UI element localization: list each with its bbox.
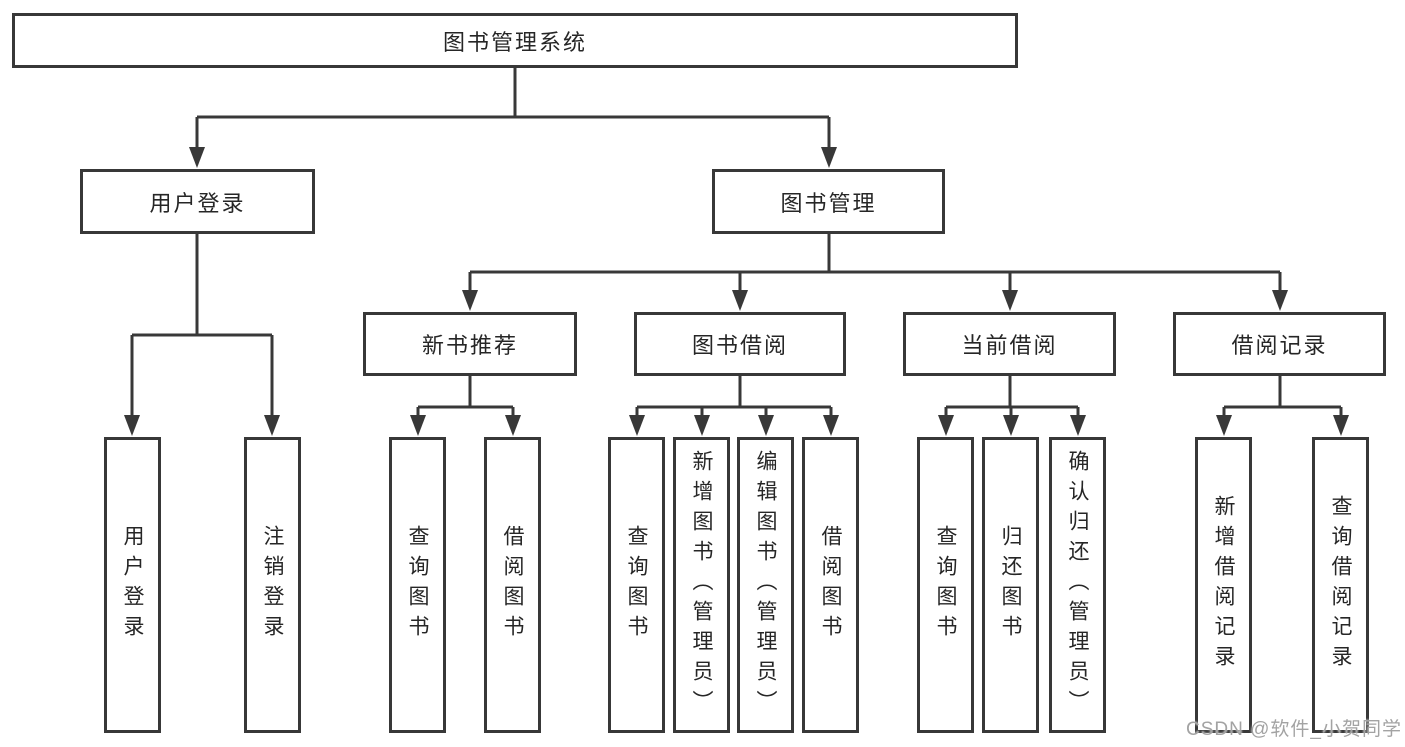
leaf-query-books-current: 查询图书 — [917, 437, 974, 733]
arrowhead-icon — [505, 415, 521, 436]
arrowhead-icon — [938, 415, 954, 436]
node-library-system-label: 图书管理系统 — [442, 29, 587, 55]
leaf-user-login: 用户登录 — [104, 437, 161, 733]
arrowhead-icon — [1070, 415, 1086, 436]
connector-newbook-to-leaves — [410, 376, 521, 436]
arrowhead-icon — [732, 290, 748, 311]
node-user-login: 用户登录 — [80, 169, 315, 234]
node-book-borrowing: 图书借阅 — [634, 312, 846, 376]
arrowhead-icon — [1216, 415, 1232, 436]
arrowhead-icon — [1003, 415, 1019, 436]
node-book-borrowing-label: 图书借阅 — [691, 333, 788, 358]
leaf-query-books-borrowing: 查询图书 — [608, 437, 665, 733]
node-new-book-recommend: 新书推荐 — [363, 312, 577, 376]
arrowhead-icon — [462, 290, 478, 311]
leaf-edit-books-admin: 编辑图书（管理员） — [737, 437, 794, 733]
leaf-return-books: 归还图书 — [982, 437, 1039, 733]
leaf-add-borrow-record: 新增借阅记录 — [1195, 437, 1252, 733]
leaf-add-borrow-record-label: 新增借阅记录 — [1212, 495, 1235, 675]
node-borrow-records-label: 借阅记录 — [1231, 333, 1328, 358]
arrowhead-icon — [694, 415, 710, 436]
node-new-book-recommend-label: 新书推荐 — [421, 333, 518, 358]
arrowhead-icon — [629, 415, 645, 436]
leaf-confirm-return-admin-label: 确认归还（管理员） — [1066, 450, 1089, 720]
arrowhead-icon — [189, 147, 205, 168]
leaf-borrow-books-recommend-label: 借阅图书 — [501, 525, 524, 645]
leaf-add-books-admin: 新增图书（管理员） — [673, 437, 730, 733]
leaf-query-books-recommend: 查询图书 — [389, 437, 446, 733]
node-book-management: 图书管理 — [712, 169, 945, 234]
leaf-query-books-current-label: 查询图书 — [934, 525, 957, 645]
arrowhead-icon — [823, 415, 839, 436]
node-user-login-label: 用户登录 — [149, 190, 246, 216]
leaf-borrow-books-recommend: 借阅图书 — [484, 437, 541, 733]
node-current-borrowing-label: 当前借阅 — [961, 333, 1058, 358]
node-library-system: 图书管理系统 — [12, 13, 1018, 68]
arrowhead-icon — [1333, 415, 1349, 436]
leaf-edit-books-admin-label: 编辑图书（管理员） — [754, 450, 777, 720]
leaf-return-books-label: 归还图书 — [999, 525, 1022, 645]
leaf-confirm-return-admin: 确认归还（管理员） — [1049, 437, 1106, 733]
leaf-add-books-admin-label: 新增图书（管理员） — [690, 450, 713, 720]
leaf-borrow-books-borrowing: 借阅图书 — [802, 437, 859, 733]
arrowhead-icon — [758, 415, 774, 436]
leaf-logout-login-label: 注销登录 — [261, 525, 284, 645]
csdn-watermark: CSDN @软件_小贺同学 — [1186, 719, 1402, 740]
connector-userlogin-to-leaves — [124, 234, 280, 436]
arrowhead-icon — [1002, 290, 1018, 311]
leaf-query-borrow-record-label: 查询借阅记录 — [1329, 495, 1352, 675]
connector-borrowing-to-leaves — [629, 376, 839, 436]
node-current-borrowing: 当前借阅 — [903, 312, 1116, 376]
leaf-query-books-recommend-label: 查询图书 — [406, 525, 429, 645]
arrowhead-icon — [124, 415, 140, 436]
connector-current-to-leaves — [938, 376, 1086, 436]
leaf-borrow-books-borrowing-label: 借阅图书 — [819, 525, 842, 645]
leaf-query-borrow-record: 查询借阅记录 — [1312, 437, 1369, 733]
node-borrow-records: 借阅记录 — [1173, 312, 1386, 376]
arrowhead-icon — [410, 415, 426, 436]
leaf-query-books-borrowing-label: 查询图书 — [625, 525, 648, 645]
connector-root-to-level2 — [189, 68, 837, 168]
leaf-user-login-label: 用户登录 — [121, 525, 144, 645]
node-book-management-label: 图书管理 — [780, 190, 877, 216]
connector-bookmgmt-to-level3 — [462, 234, 1288, 311]
arrowhead-icon — [821, 147, 837, 168]
arrowhead-icon — [264, 415, 280, 436]
arrowhead-icon — [1272, 290, 1288, 311]
leaf-logout-login: 注销登录 — [244, 437, 301, 733]
connector-records-to-leaves — [1216, 376, 1349, 436]
